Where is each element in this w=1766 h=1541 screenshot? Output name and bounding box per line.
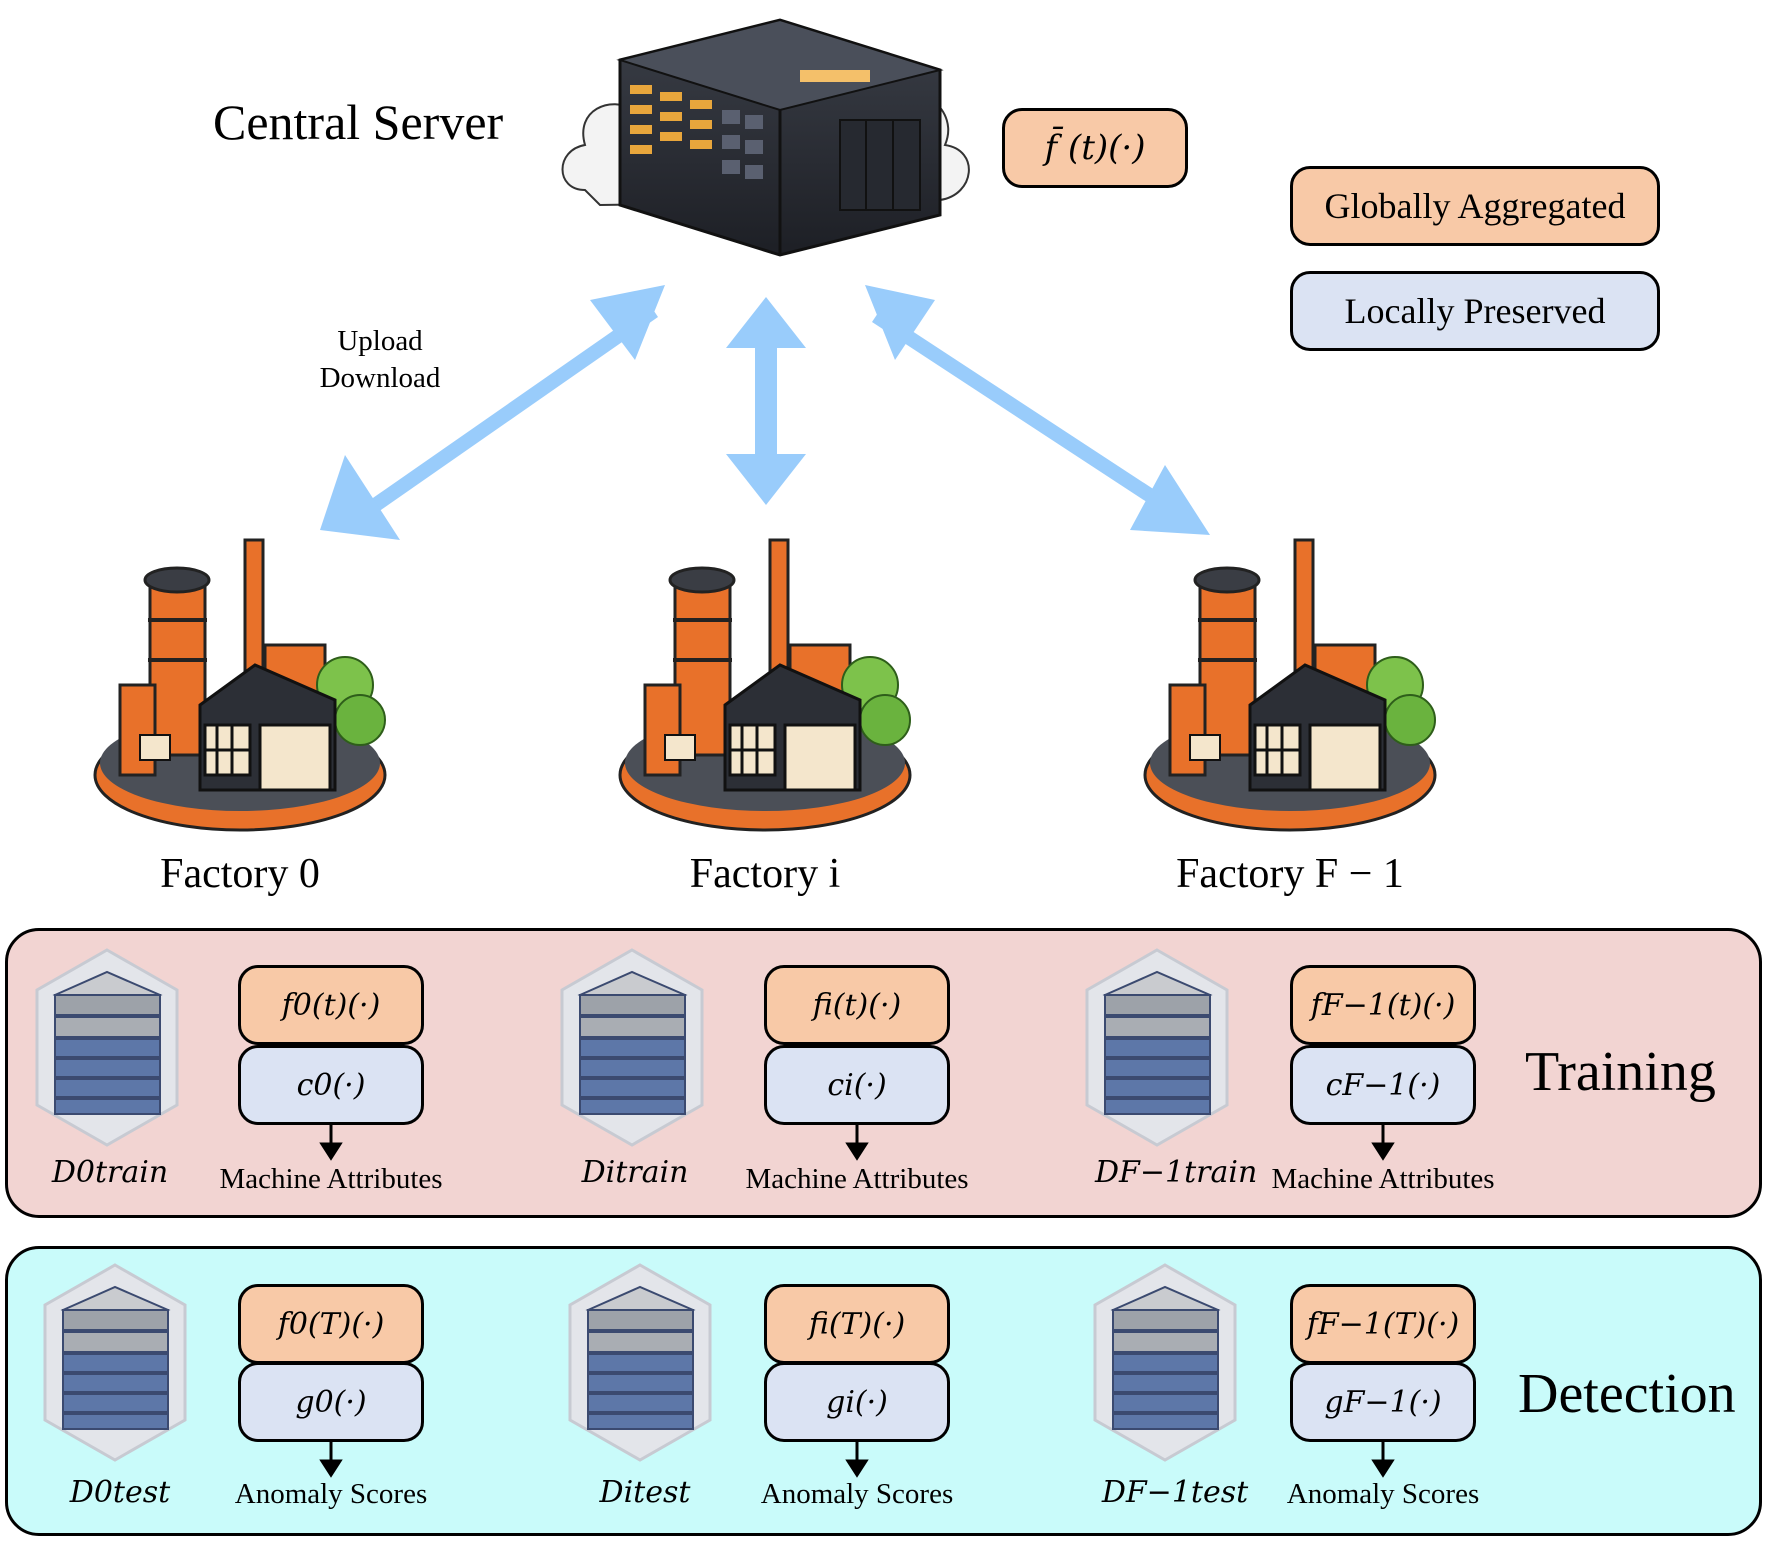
output-label: Machine Attributes — [219, 1163, 443, 1195]
train-data-label: Ditrain — [581, 1155, 689, 1190]
output-label: Machine Attributes — [745, 1163, 969, 1195]
legend-local-text: Locally Preserved — [1344, 291, 1606, 331]
factory-label: Factory 0 — [160, 851, 320, 897]
output-label: Anomaly Scores — [234, 1478, 428, 1510]
model-text: fF−1(t)(·) — [1310, 987, 1456, 1023]
arrow-factory-0 — [320, 285, 665, 540]
model-text: f0(t)(·) — [281, 987, 381, 1023]
legend-global-text: Globally Aggregated — [1324, 186, 1626, 226]
head-text: c0(·) — [296, 1067, 366, 1103]
client-model-box: f0(T)(·) — [238, 1284, 424, 1364]
central-server-label: Central Server — [213, 94, 504, 150]
factory-icon — [93, 538, 387, 832]
head-text: gF−1(·) — [1324, 1384, 1442, 1420]
model-text: fi(t)(·) — [812, 987, 902, 1023]
anomaly-head-box: gF−1(·) — [1290, 1362, 1476, 1442]
model-text: fF−1(T)(·) — [1306, 1306, 1460, 1342]
train-data-label: DF−1train — [1095, 1155, 1258, 1190]
output-arrows — [319, 1125, 1395, 1478]
upload-download-arrows — [320, 285, 1210, 540]
client-model-box: fi(T)(·) — [764, 1284, 950, 1364]
global-model-text: f̄ (t)(·) — [1044, 128, 1146, 168]
test-data-label: DF−1test — [1101, 1475, 1249, 1510]
training-label: Training — [1525, 1041, 1716, 1103]
legend-locally-preserved: Locally Preserved — [1290, 271, 1660, 351]
model-text: f0(T)(·) — [277, 1306, 385, 1342]
classifier-head-box: c0(·) — [238, 1045, 424, 1125]
head-text: gi(·) — [826, 1384, 888, 1420]
output-label: Anomaly Scores — [1286, 1478, 1480, 1510]
client-model-box: fi(t)(·) — [764, 965, 950, 1045]
model-text: fi(T)(·) — [808, 1306, 906, 1342]
download-label: Download — [319, 362, 441, 394]
upload-label: Upload — [337, 325, 423, 357]
arrow-factory-f-1 — [865, 285, 1210, 535]
test-data-label: D0test — [69, 1475, 171, 1510]
test-data-label: Ditest — [599, 1475, 691, 1510]
anomaly-head-box: g0(·) — [238, 1362, 424, 1442]
client-model-box: fF−1(T)(·) — [1290, 1284, 1476, 1364]
central-server-icon — [616, 18, 944, 257]
arrow-factory-i — [726, 297, 806, 505]
client-model-box: fF−1(t)(·) — [1290, 965, 1476, 1045]
head-text: g0(·) — [295, 1384, 367, 1420]
train-data-label: D0train — [51, 1155, 169, 1190]
classifier-head-box: ci(·) — [764, 1045, 950, 1125]
anomaly-head-box: gi(·) — [764, 1362, 950, 1442]
head-text: cF−1(·) — [1325, 1067, 1441, 1103]
legend-globally-aggregated: Globally Aggregated — [1290, 166, 1660, 246]
global-model-box: f̄ (t)(·) — [1002, 108, 1188, 188]
client-model-box: f0(t)(·) — [238, 965, 424, 1045]
factory-label: Factory i — [689, 851, 841, 897]
head-text: ci(·) — [827, 1067, 887, 1103]
output-label: Anomaly Scores — [760, 1478, 954, 1510]
classifier-head-box: cF−1(·) — [1290, 1045, 1476, 1125]
detection-label: Detection — [1518, 1363, 1736, 1425]
output-label: Machine Attributes — [1271, 1163, 1495, 1195]
factory-label: Factory F − 1 — [1176, 851, 1404, 897]
